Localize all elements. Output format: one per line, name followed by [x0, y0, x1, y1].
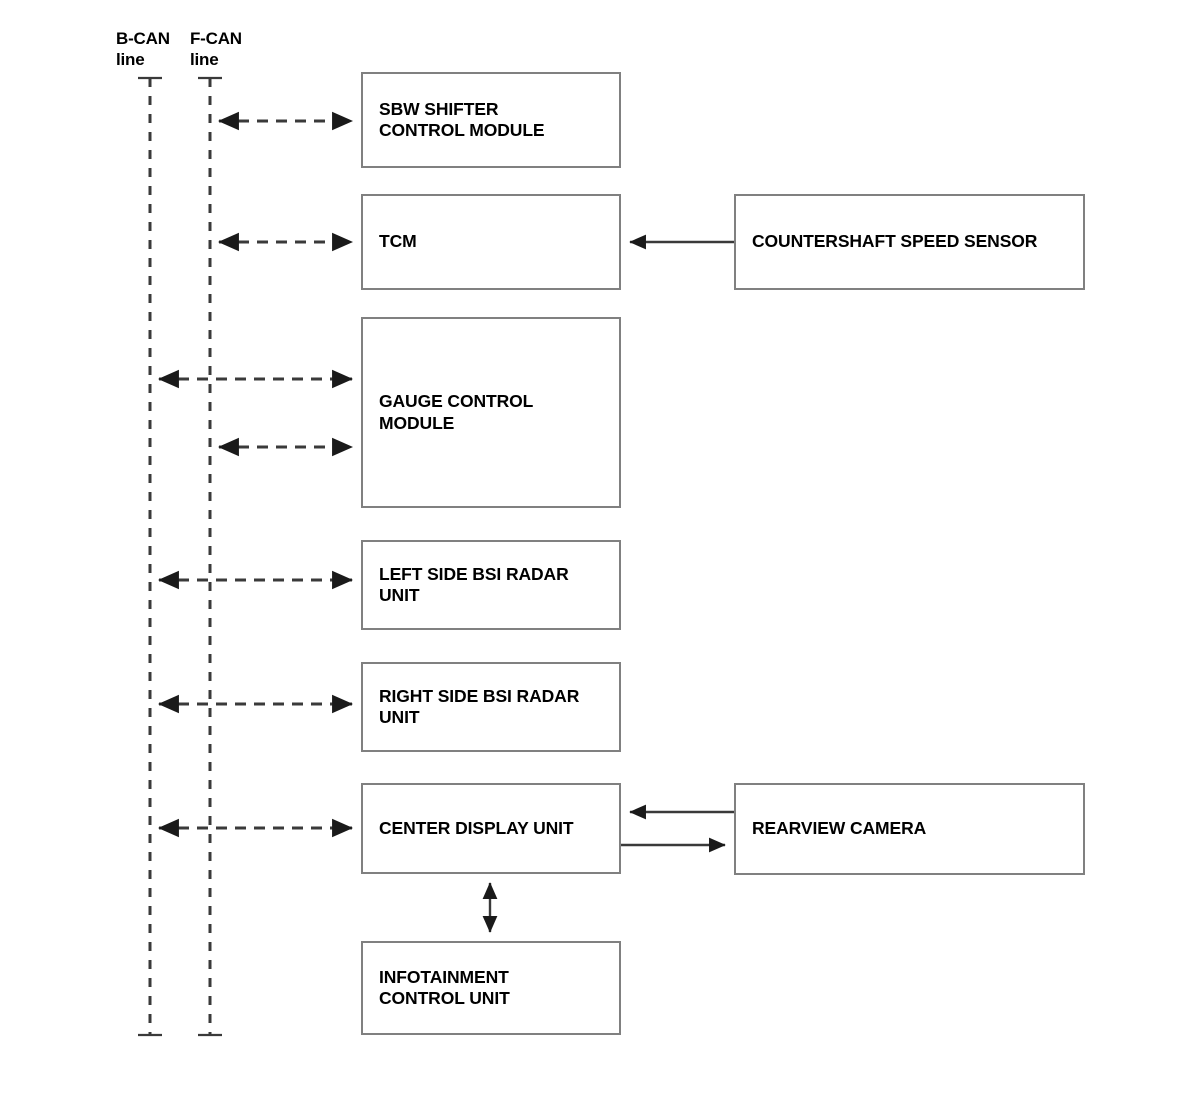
bus-line-f-can [198, 76, 222, 1037]
node-label-left-side-bsi-radar-unit: LEFT SIDE BSI RADAR UNIT [379, 563, 569, 605]
node-box-right-side-bsi-radar-unit[interactable]: RIGHT SIDE BSI RADAR UNIT [361, 662, 621, 752]
node-label-gauge-control-module: GAUGE CONTROL MODULE [379, 391, 534, 433]
node-label-center-display-unit: CENTER DISPLAY UNIT [379, 817, 574, 838]
node-label-tcm: TCM [379, 231, 417, 252]
connections-group [157, 111, 734, 933]
node-box-countershaft-speed-sensor[interactable]: COUNTERSHAFT SPEED SENSOR [734, 194, 1085, 290]
node-label-rearview-camera: REARVIEW CAMERA [752, 818, 927, 839]
node-label-infotainment-control-unit: INFOTAINMENT CONTROL UNIT [379, 966, 510, 1008]
node-box-tcm[interactable]: TCM [361, 194, 621, 290]
bus-label-b-can: B-CAN line [116, 29, 170, 70]
node-box-left-side-bsi-radar-unit[interactable]: LEFT SIDE BSI RADAR UNIT [361, 540, 621, 630]
node-box-center-display-unit[interactable]: CENTER DISPLAY UNIT [361, 783, 621, 874]
node-box-infotainment-control-unit[interactable]: INFOTAINMENT CONTROL UNIT [361, 941, 621, 1035]
node-label-countershaft-speed-sensor: COUNTERSHAFT SPEED SENSOR [752, 231, 1038, 252]
node-box-sbw-shifter-control-module[interactable]: SBW SHIFTER CONTROL MODULE [361, 72, 621, 168]
node-label-sbw-shifter-control-module: SBW SHIFTER CONTROL MODULE [379, 98, 545, 140]
node-label-right-side-bsi-radar-unit: RIGHT SIDE BSI RADAR UNIT [379, 685, 580, 727]
bus-line-b-can [138, 76, 162, 1037]
bus-lines-group [138, 76, 222, 1037]
bus-label-f-can: F-CAN line [190, 29, 242, 70]
node-box-gauge-control-module[interactable]: GAUGE CONTROL MODULE [361, 317, 621, 508]
node-box-rearview-camera[interactable]: REARVIEW CAMERA [734, 783, 1085, 875]
